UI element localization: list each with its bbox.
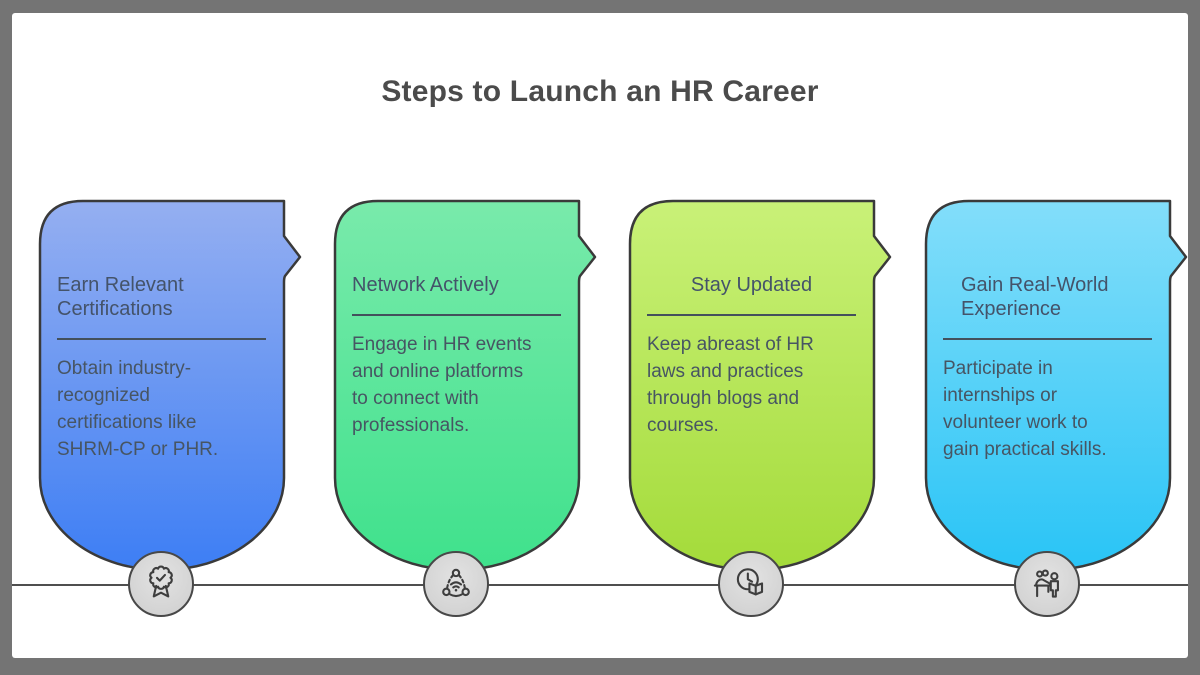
clock-book-icon — [718, 551, 784, 617]
card-body: Obtain industry- recognized certificatio… — [57, 358, 219, 460]
step-card-experience: Gain Real-World Experience Participate i… — [924, 199, 1188, 617]
card-content: Network Actively Engage in HR events and… — [335, 200, 579, 439]
card-content: Gain Real-World Experience Participate i… — [926, 200, 1170, 463]
card-body: Engage in HR events and online platforms… — [352, 334, 532, 436]
card-title: Network Actively — [352, 274, 499, 296]
title-divider — [57, 338, 266, 340]
title-divider — [943, 338, 1152, 340]
title-divider — [647, 314, 856, 316]
card-title: Gain Real-World Experience — [961, 274, 1109, 320]
award-ribbon-icon — [128, 551, 194, 617]
baseline-rule — [12, 584, 1188, 586]
step-card-stay-updated: Stay Updated Keep abreast of HR laws and… — [628, 199, 892, 617]
card-body: Keep abreast of HR laws and practices th… — [647, 334, 814, 436]
card-title: Stay Updated — [690, 274, 813, 296]
card-content: Stay Updated Keep abreast of HR laws and… — [630, 200, 874, 439]
step-card-networking: Network Actively Engage in HR events and… — [333, 199, 597, 617]
page-title: Steps to Launch an HR Career — [381, 75, 819, 108]
internship-people-icon — [1014, 551, 1080, 617]
title-divider — [352, 314, 561, 316]
step-card-certifications: Earn Relevant Certifications Obtain indu… — [38, 199, 302, 617]
canvas-page: Steps to Launch an HR Career Earn Releva… — [12, 13, 1188, 658]
card-title: Earn Relevant Certifications — [57, 274, 184, 320]
card-body: Participate in internships or volunteer … — [943, 358, 1107, 460]
card-content: Earn Relevant Certifications Obtain indu… — [40, 200, 284, 463]
network-share-icon — [423, 551, 489, 617]
